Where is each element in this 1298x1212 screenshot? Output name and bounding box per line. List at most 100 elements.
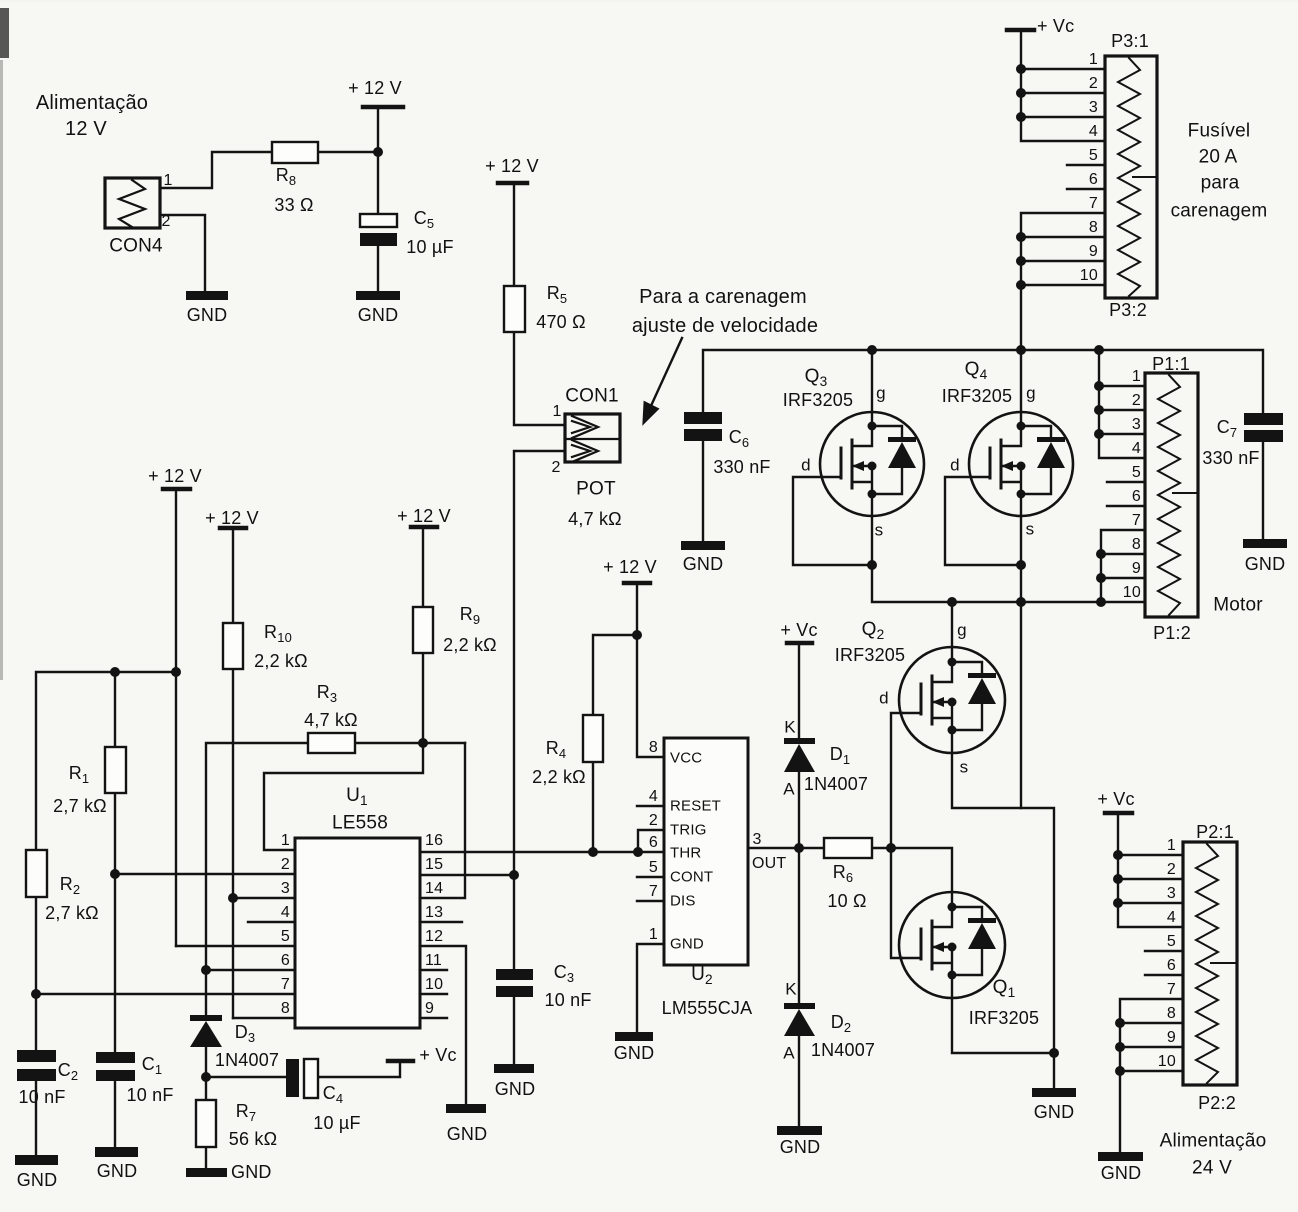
p2-pin-number-2: 2 [1166, 861, 1176, 878]
junction-dots [31, 64, 1125, 1082]
p3-pin-number-6: 6 [1088, 171, 1098, 188]
capacitor-symbols [17, 212, 1283, 1100]
q3-s: s [874, 520, 884, 540]
rail-12v-left: + 12 V [148, 466, 202, 486]
u2-pin-name-CONT: CONT [670, 868, 714, 886]
connector-con1 [563, 412, 622, 464]
c1-value: 10 nF [126, 1085, 174, 1105]
r7-value: 56 kΩ [228, 1129, 278, 1149]
p3-pin-number-9: 9 [1088, 243, 1098, 260]
wires-q3-q4-motor [791, 348, 1147, 810]
capacitor-c4-plate [286, 1059, 299, 1097]
u1-left-pin-number-5: 5 [280, 928, 290, 945]
gnd-r7: GND [231, 1162, 272, 1182]
q3-g: g [876, 383, 886, 403]
gnd-bar-c3 [494, 1064, 534, 1073]
q1-part: IRF3205 [968, 1008, 1040, 1028]
p2-pin-number-5: 5 [1166, 933, 1176, 950]
scan-edge-artifacts [0, 8, 9, 680]
capacitor-c1-plate-a [96, 1052, 135, 1063]
r4-value: 2,2 kΩ [532, 767, 586, 787]
c3-value: 10 nF [544, 990, 592, 1010]
r3-ref: R3 [316, 682, 338, 705]
u2-pin-name-GND: GND [670, 935, 704, 953]
u2-pin-number-7: 7 [648, 883, 658, 900]
q1-ref: Q1 [992, 977, 1016, 1001]
wires-output-stage [746, 600, 1056, 1128]
p2-pin-number-10: 10 [1157, 1053, 1176, 1070]
u1-left-pin-number-4: 4 [280, 904, 290, 921]
rail-12v-r10: + 12 V [205, 508, 259, 528]
gnd-bar-c2 [15, 1155, 58, 1165]
p1-pin-number-10: 10 [1122, 584, 1141, 601]
r3-value: 4,7 kΩ [304, 710, 358, 730]
capacitor-c3-plate-b [496, 986, 533, 997]
d2-a: A [783, 1043, 795, 1063]
gnd-bar-u2 [615, 1032, 653, 1041]
u2-pin-number-5: 5 [648, 859, 658, 876]
wires-top-bus [701, 348, 1265, 543]
diode-d1-triangle [784, 744, 815, 772]
c2-ref: C2 [57, 1060, 79, 1083]
p1-pin-number-7: 7 [1131, 512, 1141, 529]
u1-part: LE558 [332, 812, 388, 834]
connector-p1 [1143, 371, 1200, 619]
u2-part: LM555CJA [661, 998, 753, 1018]
c7-value: 330 nF [1202, 448, 1260, 468]
connector-con4 [103, 176, 162, 230]
r5-value: 470 Ω [536, 312, 586, 332]
gnd-u1p12: GND [446, 1124, 488, 1144]
supply24-title: Alimentação [1159, 1130, 1267, 1152]
resistor-symbols [24, 140, 874, 1149]
gnd-c1: GND [96, 1161, 138, 1181]
p1-pin-number-9: 9 [1131, 560, 1141, 577]
r6-ref: R6 [832, 862, 854, 885]
u2-pin-name-DIS: DIS [670, 892, 696, 910]
annotation-line1: Para a carenagem [639, 286, 807, 308]
gnd-c5: GND [357, 305, 399, 325]
d2-ref: D2 [830, 1012, 852, 1035]
u1-ref: U1 [346, 785, 368, 809]
r9-ref: R9 [459, 604, 481, 627]
q4-d: d [950, 455, 960, 475]
p3-pin-number-1: 1 [1088, 51, 1098, 68]
p3-pin-number-4: 4 [1088, 123, 1098, 140]
u1-right-pin-number-11: 11 [425, 952, 443, 969]
q2-part: IRF3205 [834, 645, 906, 665]
rail-vc-p3: + Vc [1037, 16, 1075, 36]
u2-pin-name-THR: THR [670, 844, 702, 862]
r2-ref: R2 [59, 874, 81, 897]
u1-right-pin-number-9: 9 [425, 1000, 435, 1017]
connector-p2 [1181, 840, 1239, 1087]
gnd-bar-u1p12 [446, 1104, 486, 1113]
d1-part: 1N4007 [803, 774, 869, 794]
con4-ref: CON4 [109, 235, 163, 257]
u2-pin-number-1: 1 [648, 926, 658, 943]
con1-ref: CON1 [565, 385, 619, 407]
diode-d1-cathode-bar [784, 738, 815, 744]
q3-part: IRF3205 [782, 390, 854, 410]
p2-pin-number-8: 8 [1166, 1005, 1176, 1022]
p2-bottom: P2:2 [1198, 1093, 1236, 1113]
u2-pin-name-TRIG: TRIG [670, 821, 707, 839]
u1-right-pin-number-13: 13 [425, 904, 444, 921]
p3-pin-number-2: 2 [1088, 75, 1098, 92]
gnd-bar-d2 [777, 1126, 822, 1135]
c1-ref: C1 [141, 1054, 163, 1077]
r9-value: 2,2 kΩ [443, 635, 497, 655]
q4-part: IRF3205 [941, 386, 1013, 406]
con4-pin1: 1 [163, 172, 173, 189]
d2-k: K [785, 979, 797, 999]
capacitor-c3-plate-a [496, 969, 533, 980]
c6-ref: C6 [728, 427, 750, 450]
resistor-r6 [822, 836, 874, 860]
rail-12v-r9: + 12 V [397, 506, 451, 526]
c4-ref: C4 [322, 1083, 344, 1106]
u1-left-pin-number-1: 1 [280, 832, 290, 849]
p1-pin-number-8: 8 [1131, 536, 1141, 553]
r6-value: 10 Ω [827, 891, 867, 911]
supply12-voltage: 12 V [65, 118, 107, 140]
power-rail-bars [160, 27, 1135, 1064]
rail-vc-d1: + Vc [780, 620, 818, 640]
